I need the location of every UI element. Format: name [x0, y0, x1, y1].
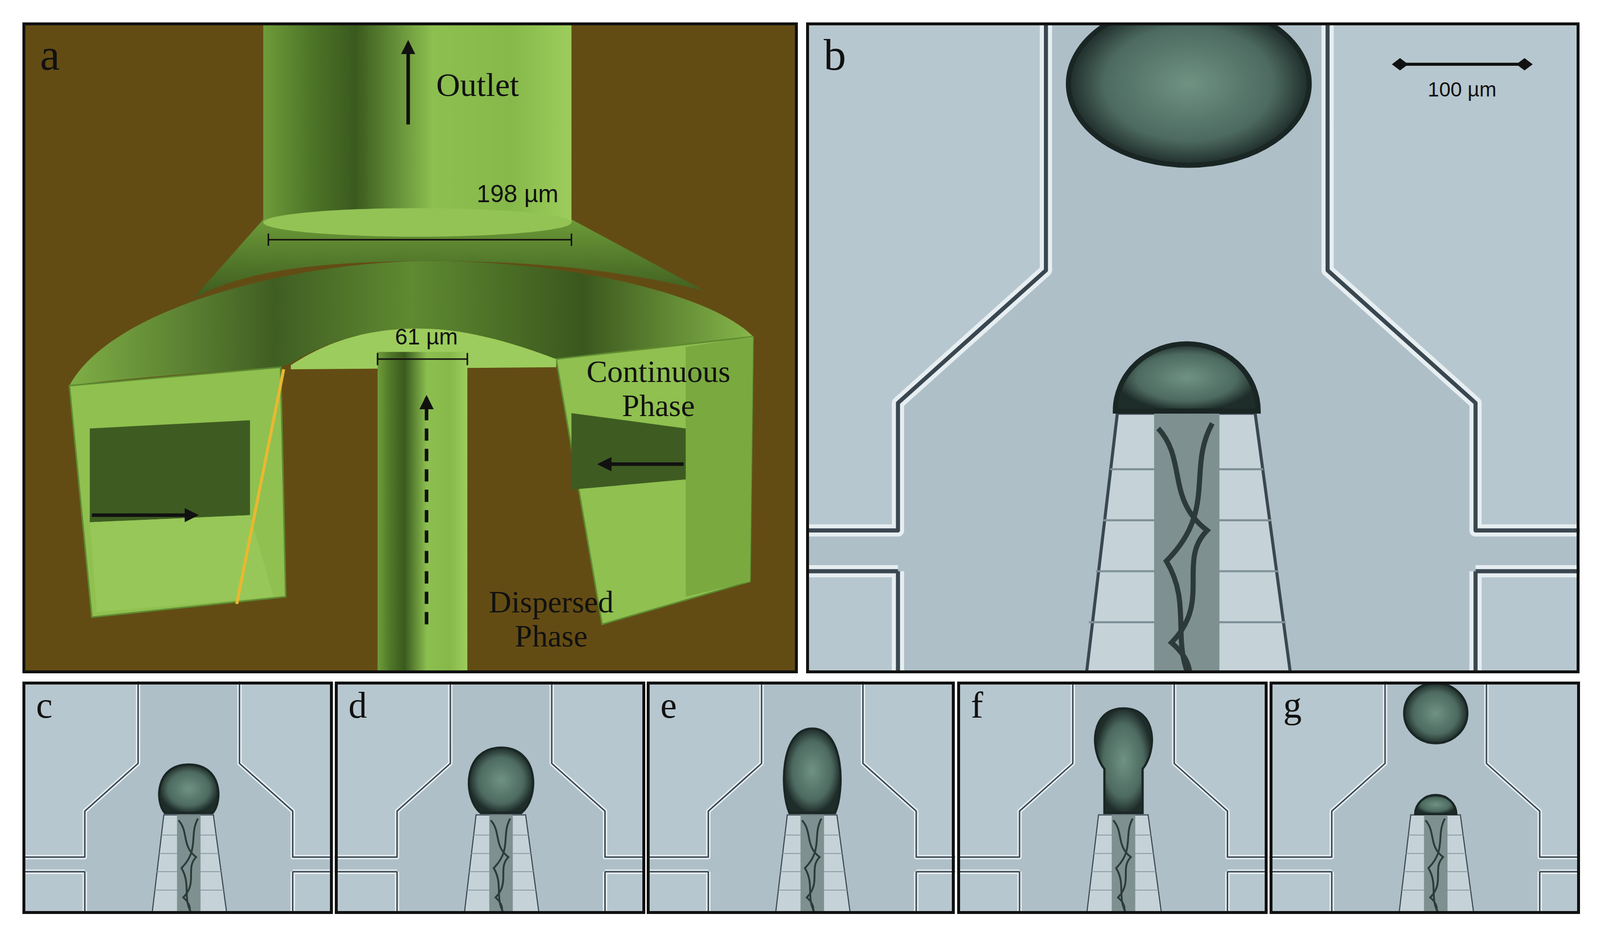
panel-letter: g: [1283, 686, 1302, 724]
micrograph: [806, 22, 1580, 674]
device-render: [22, 22, 798, 674]
micrograph: [957, 681, 1268, 915]
dimension-label: 61 µm: [395, 324, 459, 350]
panel-letter: c: [36, 686, 53, 724]
panel-letter: f: [970, 686, 984, 724]
figure-panel: d: [334, 681, 646, 915]
dimension-line: [268, 233, 572, 366]
panel-letter: e: [660, 686, 677, 724]
scale-bar: [1391, 57, 1533, 71]
flow-label: Continuous Phase: [565, 354, 752, 424]
micrograph: [1269, 681, 1581, 915]
figure-panel: b: [806, 22, 1580, 674]
panel-letter: a: [39, 32, 60, 78]
micrograph: [646, 681, 955, 915]
micrograph: [334, 681, 646, 915]
figure-panel: e: [646, 681, 955, 915]
micrograph: [22, 681, 333, 915]
outlet-label: Outlet: [436, 66, 520, 104]
scale-bar-label: 100 µm: [1427, 78, 1497, 101]
panel-letter: b: [823, 32, 847, 78]
figure-panel: c: [22, 681, 333, 915]
flow-arrow: [91, 42, 684, 625]
flow-label: Dispersed Phase: [463, 585, 639, 655]
panel-letter: d: [348, 686, 367, 724]
dimension-label: 198 µm: [476, 180, 559, 208]
figure-panel: g: [1269, 681, 1581, 915]
figure-panel: f: [957, 681, 1268, 915]
